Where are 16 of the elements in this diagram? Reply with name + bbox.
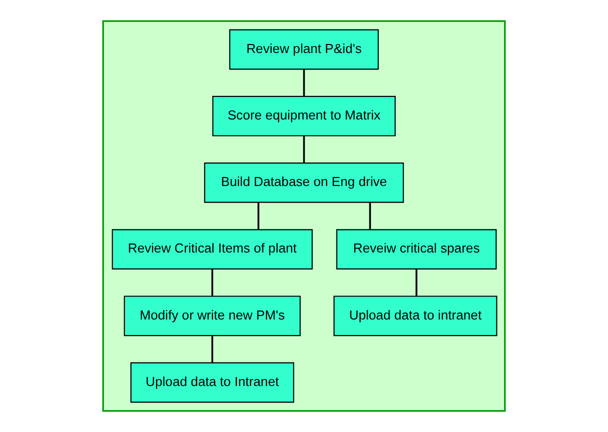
connector bbox=[303, 136, 305, 163]
connector bbox=[211, 336, 214, 363]
connector bbox=[211, 269, 214, 296]
cluster bbox=[102, 20, 506, 412]
connector bbox=[416, 269, 418, 296]
node-box: Score equipment to Matrix bbox=[212, 96, 396, 136]
connector bbox=[258, 202, 260, 230]
connector bbox=[369, 202, 371, 230]
node-box: Review Critical Items of plant bbox=[112, 229, 313, 270]
node-box: Modify or write new PM's bbox=[124, 296, 301, 336]
node-box: Review plant P&id's bbox=[229, 29, 379, 70]
node-box: Upload data to intranet bbox=[333, 296, 498, 336]
node-box: Build Database on Eng drive bbox=[204, 162, 404, 203]
connector bbox=[303, 69, 305, 96]
node-box: Upload data to Intranet bbox=[130, 362, 294, 403]
node-box: Reveiw critical spares bbox=[336, 229, 497, 270]
